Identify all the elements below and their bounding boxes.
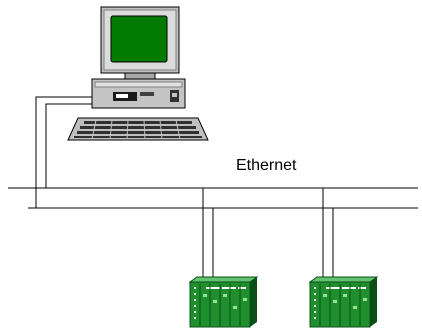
plc-rack-icon: [188, 276, 259, 328]
ethernet-label: Ethernet: [236, 157, 297, 174]
plc-rack-icon: [308, 276, 379, 328]
desktop-computer-icon: [67, 6, 209, 141]
workstation-cable-1: [35, 96, 92, 208]
workstation-cable-2: [45, 103, 92, 188]
